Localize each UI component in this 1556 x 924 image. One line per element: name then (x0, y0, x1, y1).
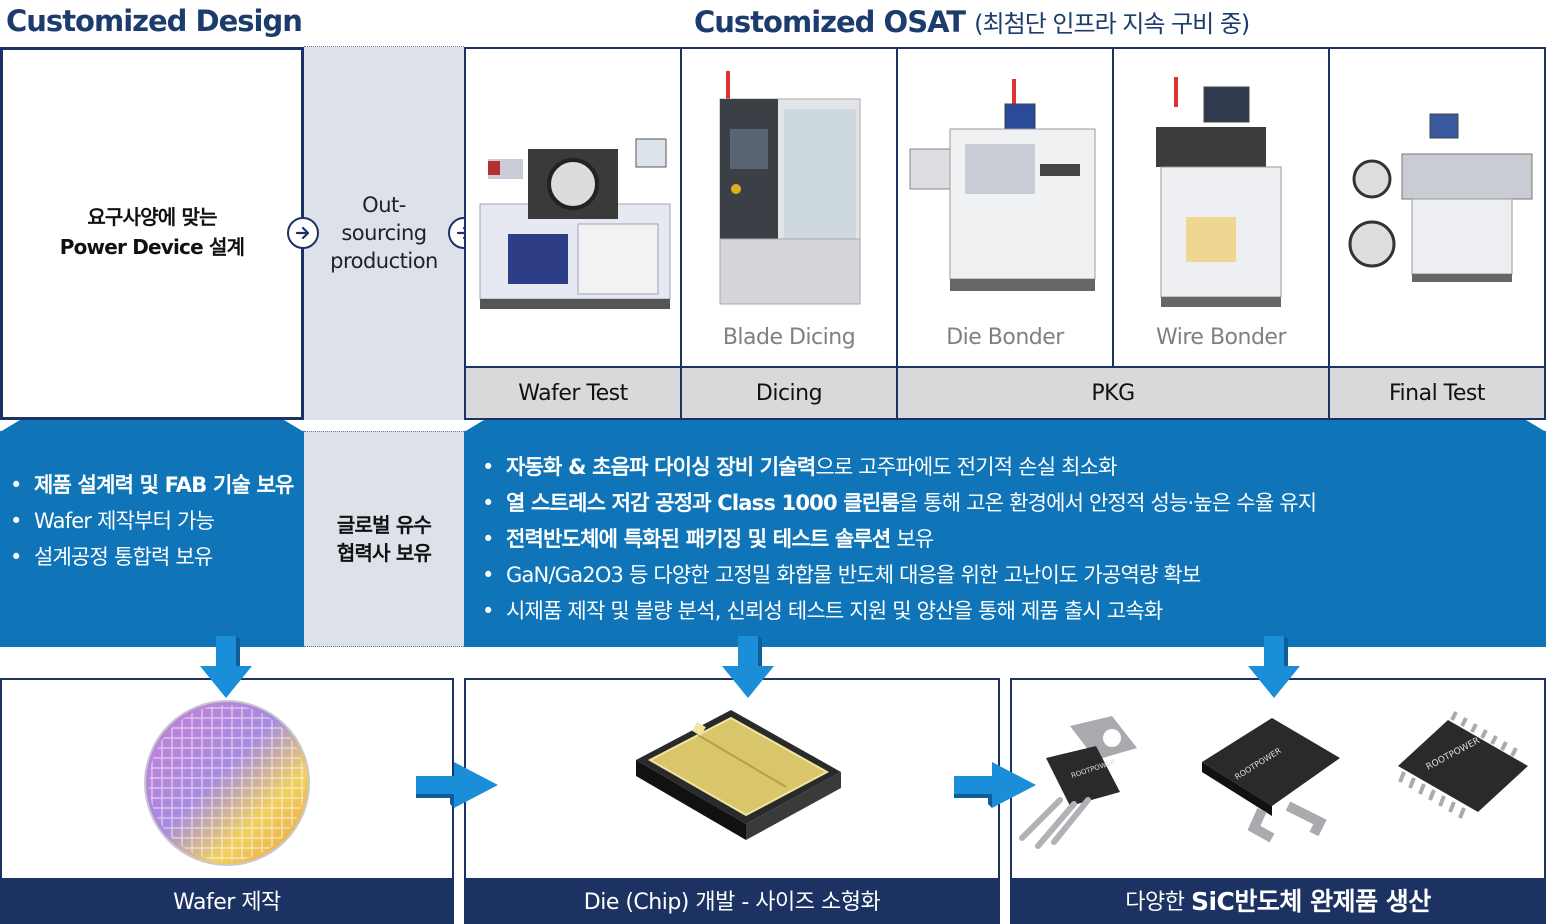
design-feature-3: 설계공정 통합력 보유 (6, 539, 302, 575)
outsourcing-line-2: sourcing (304, 219, 464, 247)
die-chip-image (616, 702, 856, 852)
d2pak-package-image: ROOTPOWER (1192, 710, 1352, 850)
wafer-prober-image (468, 129, 682, 329)
equipment-cell-die-bonder: Die Bonder (896, 47, 1114, 368)
process-label-dicing: Dicing (680, 366, 898, 420)
osat-feature-5: 시제품 제작 및 불량 분석, 신뢰성 테스트 지원 및 양산을 통해 제품 출… (478, 593, 1538, 629)
outsourcing-line-1: Out- (304, 191, 464, 219)
equipment-cell-blade-dicing: Blade Dicing (680, 47, 898, 368)
customized-osat-title: Customized OSAT (최첨단 인프라 지속 구비 중) (694, 4, 1249, 39)
partner-column: 글로벌 유수 협력사 보유 (304, 431, 464, 647)
arrow-down-icon (196, 636, 256, 700)
arrow-right-flow-icon (952, 760, 1038, 810)
osat-feature-2: 열 스트레스 저감 공정과 Class 1000 클린룸을 통해 고온 환경에서… (478, 485, 1538, 521)
equipment-caption: Wire Bonder (1114, 325, 1328, 350)
osat-feature-3: 전력반도체에 특화된 패키징 및 테스트 솔루션 보유 (478, 521, 1538, 557)
process-label-pkg: PKG (896, 366, 1330, 420)
design-feature-1: 제품 설계력 및 FAB 기술 보유 (6, 467, 302, 503)
design-box: 요구사양에 맞는 Power Device 설계 (0, 47, 304, 420)
process-label-wafer-test: Wafer Test (464, 366, 682, 420)
osat-subtitle: (최첨단 인프라 지속 구비 중) (974, 10, 1249, 38)
osat-feature-1: 자동화 & 초음파 다이싱 장비 기술력으로 고주파에도 전기적 손실 최소화 (478, 449, 1538, 485)
arrow-right-flow-icon (414, 760, 500, 810)
equipment-cell-final-test (1328, 47, 1546, 368)
design-feature-2: Wafer 제작부터 가능 (6, 503, 302, 539)
arrow-down-icon (1244, 636, 1304, 700)
outsourcing-line-3: production (304, 247, 464, 275)
design-features-panel: 제품 설계력 및 FAB 기술 보유 Wafer 제작부터 가능 설계공정 통합… (0, 431, 304, 647)
outsourcing-column: Out- sourcing production (304, 47, 464, 420)
sop-package-image: ROOTPOWER (1388, 710, 1538, 850)
wire-bonder-image (1116, 67, 1330, 317)
customized-design-title: Customized Design (6, 4, 302, 38)
die-panel: Die (Chip) 개발 - 사이즈 소형화 (464, 678, 1000, 924)
blade-dicing-image (684, 69, 898, 309)
arrow-right-icon (287, 217, 319, 249)
design-line-2: Power Device 설계 (3, 232, 301, 262)
arrow-down-icon (718, 636, 778, 700)
equipment-caption: Die Bonder (898, 325, 1112, 350)
final-product-caption: 다양한 SiC반도체 완제품 생산 (1012, 878, 1544, 922)
design-line-1: 요구사양에 맞는 (3, 202, 301, 232)
wafer-panel: Wafer 제작 (0, 678, 454, 924)
wafer-image (142, 698, 312, 868)
equipment-cell-wafer-test (464, 47, 682, 368)
die-bonder-image (900, 74, 1114, 314)
osat-features-panel: 자동화 & 초음파 다이싱 장비 기술력으로 고주파에도 전기적 손실 최소화 … (464, 431, 1546, 647)
final-product-panel: ROOTPOWER ROOTPOWER ROOTPOWER 다양한 SiC반도체… (1010, 678, 1546, 924)
osat-feature-4: GaN/Ga2O3 등 다양한 고정밀 화합물 반도체 대응을 위한 고난이도 … (478, 557, 1538, 593)
partner-line-1: 글로벌 유수 (304, 511, 464, 539)
die-caption: Die (Chip) 개발 - 사이즈 소형화 (466, 878, 998, 922)
process-label-final-test: Final Test (1328, 366, 1546, 420)
final-test-handler-image (1332, 104, 1546, 304)
equipment-caption: Blade Dicing (682, 325, 896, 350)
partner-line-2: 협력사 보유 (304, 539, 464, 567)
wafer-caption: Wafer 제작 (2, 878, 452, 922)
equipment-cell-wire-bonder: Wire Bonder (1112, 47, 1330, 368)
